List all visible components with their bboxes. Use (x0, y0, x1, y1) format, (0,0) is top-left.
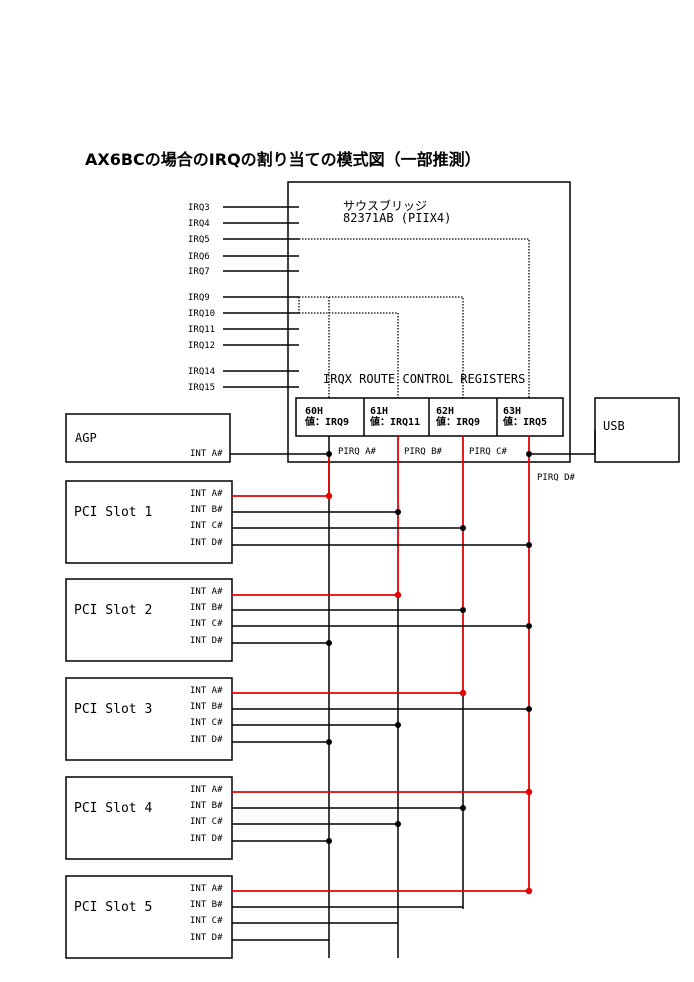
junction-s4-b (460, 805, 466, 811)
register-62h-addr: 62H (436, 406, 454, 417)
slot3-pin-d: INT D# (190, 735, 223, 745)
irq-label-11: IRQ11 (188, 325, 215, 335)
register-60h-addr: 60H (305, 406, 323, 417)
slot2-pin-a: INT A# (190, 587, 223, 597)
pirq-buses-group (328, 436, 530, 958)
pci-slot-2-box (65, 578, 233, 662)
register-63h-addr: 63H (503, 406, 521, 417)
register-62h-value: 値：IRQ9 (435, 415, 480, 428)
pirq-c-label: PIRQ C# (469, 447, 508, 457)
irq-lines-group (223, 206, 299, 388)
irq-label-6: IRQ6 (188, 252, 210, 262)
irq-labels-group: IRQ3 IRQ4 IRQ5 IRQ6 IRQ7 IRQ9 IRQ10 IRQ1… (188, 203, 215, 393)
junction-s1-d (526, 542, 532, 548)
usb-pirq-d-wire (529, 430, 596, 455)
irq-label-3: IRQ3 (188, 203, 210, 213)
junction-s1-c (460, 525, 466, 531)
agp-name: AGP (75, 431, 97, 445)
junction-s2-b (460, 607, 466, 613)
junction-s1-a (325, 492, 333, 500)
pirq-d-label: PIRQ D# (537, 473, 576, 483)
slot3-pin-c: INT C# (190, 718, 223, 728)
slot3-pin-a: INT A# (190, 686, 223, 696)
irq-label-5: IRQ5 (188, 235, 210, 245)
junction-s2-c (526, 623, 532, 629)
junction-s3-d (326, 739, 332, 745)
int-wires-group (232, 495, 529, 941)
southbridge-box (287, 181, 571, 463)
irq-label-15: IRQ15 (188, 383, 215, 393)
slot5-pin-c: INT C# (190, 916, 223, 926)
junction-usb-d (526, 451, 532, 457)
junction-s2-a (394, 591, 402, 599)
pci-slot-1-name: PCI Slot 1 (74, 505, 152, 520)
pci-slot-4-name: PCI Slot 4 (74, 801, 152, 816)
irq-label-10: IRQ10 (188, 309, 215, 319)
slot1-pin-d: INT D# (190, 538, 223, 548)
slot4-pin-b: INT B# (190, 801, 223, 811)
route-irq11-61h (299, 312, 399, 398)
pin-labels-group: INT A# INT B# INT C# INT D# INT A# INT B… (190, 489, 223, 943)
junction-s4-c (395, 821, 401, 827)
slot3-pin-b: INT B# (190, 702, 223, 712)
pci-slot-2-name: PCI Slot 2 (74, 603, 152, 618)
pirq-b-label: PIRQ B# (404, 447, 443, 457)
pci-slot-4-box (65, 776, 233, 860)
pci-slot-3-box (65, 677, 233, 761)
register-61h-addr: 61H (370, 406, 388, 417)
pci-slots-group: PCI Slot 1 PCI Slot 2 PCI Slot 3 PCI Slo… (65, 480, 233, 959)
junction-s2-d (326, 640, 332, 646)
pci-slot-3-name: PCI Slot 3 (74, 702, 152, 717)
slot1-pin-b: INT B# (190, 505, 223, 515)
slot1-pin-c: INT C# (190, 521, 223, 531)
irq-label-7: IRQ7 (188, 267, 210, 277)
slot4-pin-a: INT A# (190, 785, 223, 795)
slot4-pin-d: INT D# (190, 834, 223, 844)
pci-slot-5-box (65, 875, 233, 959)
southbridge-chip: 82371AB (PIIX4) (343, 211, 451, 225)
slot5-pin-a: INT A# (190, 884, 223, 894)
register-60h-value: 値：IRQ9 (304, 415, 349, 428)
slot1-pin-a: INT A# (190, 489, 223, 499)
agp-pin-label: INT A# (190, 449, 223, 459)
route-irq5-63h (299, 238, 530, 398)
slot2-pin-b: INT B# (190, 603, 223, 613)
agp-box (65, 413, 231, 463)
southbridge-name: サウスブリッジ (343, 198, 427, 213)
junction-agp-a (326, 451, 332, 457)
irq-route-dotted-lines (298, 238, 530, 398)
route-irq9-62h (299, 296, 464, 398)
usb-name: USB (603, 419, 625, 433)
junction-s3-c (395, 722, 401, 728)
irq-label-12: IRQ12 (188, 341, 215, 351)
slot2-pin-c: INT C# (190, 619, 223, 629)
diagram-title: AX6BCの場合のIRQの割り当ての模式図（一部推測） (85, 150, 481, 169)
junction-s5-a (525, 887, 533, 895)
slot4-pin-c: INT C# (190, 817, 223, 827)
slot5-pin-d: INT D# (190, 933, 223, 943)
register-63h-value: 値：IRQ5 (502, 415, 547, 428)
router-label: IRQX ROUTE CONTROL REGISTERS (323, 372, 525, 386)
slot2-pin-d: INT D# (190, 636, 223, 646)
junction-s4-a (525, 788, 533, 796)
pirq-a-label: PIRQ A# (338, 447, 377, 457)
irq-label-9: IRQ9 (188, 293, 210, 303)
junction-s4-d (326, 838, 332, 844)
registers-group: 60H 値：IRQ9 61H 値：IRQ11 62H 値：IRQ9 63H 値：… (295, 397, 564, 437)
junction-s1-b (395, 509, 401, 515)
junction-dots-group (325, 451, 533, 895)
junction-s3-b (526, 706, 532, 712)
pci-slot-1-box (65, 480, 233, 564)
junction-s3-a (459, 689, 467, 697)
irq-label-4: IRQ4 (188, 219, 210, 229)
slot5-pin-b: INT B# (190, 900, 223, 910)
pci-slot-5-name: PCI Slot 5 (74, 900, 152, 915)
irq-label-14: IRQ14 (188, 367, 215, 377)
register-61h-value: 値：IRQ11 (369, 415, 420, 428)
